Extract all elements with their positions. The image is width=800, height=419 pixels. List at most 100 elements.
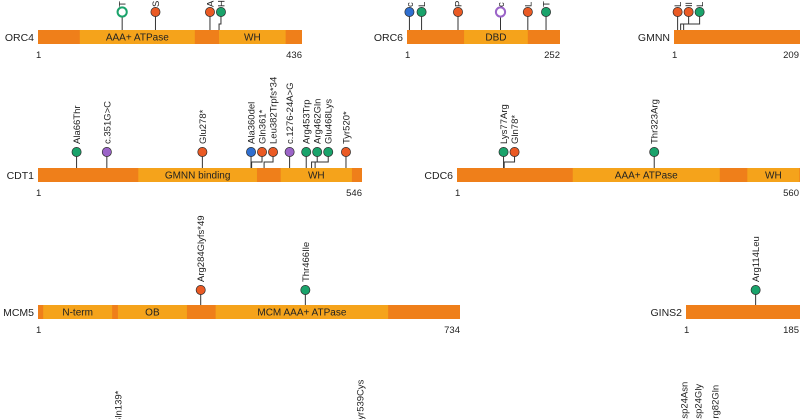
domain-label: WH bbox=[308, 171, 325, 182]
variant-arg453trp[interactable]: Arg453Trp bbox=[301, 99, 313, 168]
variant-marker bbox=[416, 7, 427, 17]
variant-label: A bbox=[205, 0, 216, 7]
variant-label: Arg453Trp bbox=[302, 99, 313, 144]
variant-s[interactable]: S bbox=[150, 1, 162, 30]
start-position: 1 bbox=[36, 325, 41, 336]
end-position: 546 bbox=[346, 188, 362, 199]
variant-il[interactable]: Il bbox=[680, 2, 695, 30]
end-position: 185 bbox=[783, 325, 799, 336]
variant-c-1276-24a-g[interactable]: c.1276-24A>G bbox=[284, 82, 296, 168]
variant-lys77arg[interactable]: Lys77Arg bbox=[498, 104, 510, 168]
variant-label: c bbox=[405, 2, 416, 7]
variant-label: L bbox=[417, 2, 428, 7]
variant-marker bbox=[301, 147, 312, 157]
variant-gln361-[interactable]: Gln361* bbox=[251, 109, 269, 168]
end-position: 560 bbox=[783, 188, 799, 199]
gene-name: GMNN bbox=[638, 32, 670, 44]
variant-h[interactable]: H bbox=[216, 0, 227, 30]
domain-block bbox=[219, 30, 286, 44]
variant-stem bbox=[263, 152, 274, 168]
variant-marker bbox=[197, 147, 208, 157]
variant-marker bbox=[195, 285, 206, 295]
variant-label: Arg114Leu bbox=[751, 236, 762, 282]
bottom-variant-label: Asp24Asn bbox=[680, 382, 691, 419]
variant-marker bbox=[453, 7, 463, 17]
variant-leu382trpfs-34[interactable]: Leu382Trpfs*34 bbox=[263, 77, 280, 168]
gene-name: GINS2 bbox=[650, 307, 682, 319]
bottom-variant-label: Asp24Gly bbox=[694, 384, 705, 419]
variant-stem bbox=[683, 12, 701, 30]
variant-ala66thr[interactable]: Ala66Thr bbox=[71, 105, 83, 168]
variant-thr323arg[interactable]: Thr323Arg bbox=[649, 99, 661, 168]
variant-label: P bbox=[454, 1, 465, 7]
domain-label: AAA+ ATPase bbox=[106, 33, 169, 44]
variant-t[interactable]: T bbox=[541, 1, 553, 30]
variant-marker bbox=[257, 147, 267, 157]
gene-name: ORC4 bbox=[5, 32, 34, 44]
variant-marker bbox=[509, 147, 520, 157]
variant-marker bbox=[494, 6, 507, 18]
variant-label: Thr323Arg bbox=[650, 99, 661, 144]
variant-c-351g-c[interactable]: c.351G>C bbox=[101, 101, 113, 168]
variant-label: L bbox=[523, 2, 534, 7]
end-position: 436 bbox=[286, 50, 302, 61]
domain-block bbox=[43, 305, 113, 319]
bottom-variant-label: Tyr539Cys bbox=[356, 379, 367, 419]
variant-stem bbox=[311, 152, 318, 168]
domain-label: MCM AAA+ ATPase bbox=[257, 308, 346, 319]
variant-l[interactable]: L bbox=[522, 2, 534, 30]
domain-block bbox=[464, 30, 528, 44]
variant-label: L bbox=[695, 2, 706, 7]
domain-block bbox=[138, 168, 257, 182]
variant-a[interactable]: A bbox=[205, 0, 216, 30]
variant-marker bbox=[694, 7, 705, 17]
end-position: 252 bbox=[544, 50, 560, 61]
variant-marker bbox=[649, 147, 660, 157]
variant-l[interactable]: L bbox=[672, 2, 684, 30]
variant-glu468lys[interactable]: Glu468Lys bbox=[314, 99, 335, 168]
variant-label: Gln361* bbox=[258, 109, 269, 144]
bottom-variant-label: Gln139* bbox=[114, 390, 125, 419]
domain-label: GMNN binding bbox=[165, 171, 231, 182]
variant-tyr520-[interactable]: Tyr520* bbox=[341, 111, 352, 168]
variant-p[interactable]: P bbox=[453, 1, 465, 30]
variant-marker bbox=[150, 7, 161, 17]
variant-stem bbox=[503, 152, 516, 168]
variant-label: c bbox=[496, 2, 507, 7]
variant-label: Gln78* bbox=[510, 115, 521, 144]
variant-c[interactable]: c bbox=[404, 2, 416, 30]
variant-label: S bbox=[151, 1, 162, 7]
variant-label: Lys77Arg bbox=[499, 104, 510, 144]
variant-label: Ala360del bbox=[247, 102, 258, 144]
variant-marker bbox=[268, 147, 278, 157]
variant-arg462gln[interactable]: Arg462Gln bbox=[311, 99, 324, 168]
variant-marker bbox=[116, 6, 128, 18]
variant-c[interactable]: c bbox=[494, 2, 507, 30]
variant-thr466ile[interactable]: Thr466Ile bbox=[300, 242, 312, 305]
variant-label: Leu382Trpfs*34 bbox=[269, 77, 280, 144]
variant-gln78-[interactable]: Gln78* bbox=[503, 115, 521, 168]
variant-t[interactable]: T bbox=[116, 1, 129, 30]
variant-marker bbox=[284, 147, 295, 157]
gene-name: CDC6 bbox=[424, 170, 453, 182]
end-position: 734 bbox=[444, 325, 460, 336]
gene-name: CDT1 bbox=[7, 170, 35, 182]
variant-marker bbox=[323, 147, 334, 157]
variant-ala360del[interactable]: Ala360del bbox=[246, 102, 258, 168]
domain-block bbox=[747, 168, 800, 182]
variant-label: T bbox=[118, 1, 129, 7]
variant-marker bbox=[101, 147, 112, 157]
variant-l[interactable]: L bbox=[416, 2, 428, 30]
variant-l[interactable]: L bbox=[683, 2, 706, 30]
variant-label: Ala66Thr bbox=[72, 105, 83, 144]
variant-arg114leu[interactable]: Arg114Leu bbox=[750, 236, 762, 305]
start-position: 1 bbox=[36, 50, 41, 61]
start-position: 1 bbox=[672, 50, 677, 61]
variant-arg284glyfs-49[interactable]: Arg284Glyfs*49 bbox=[195, 215, 207, 305]
variant-glu278-[interactable]: Glu278* bbox=[197, 109, 209, 168]
